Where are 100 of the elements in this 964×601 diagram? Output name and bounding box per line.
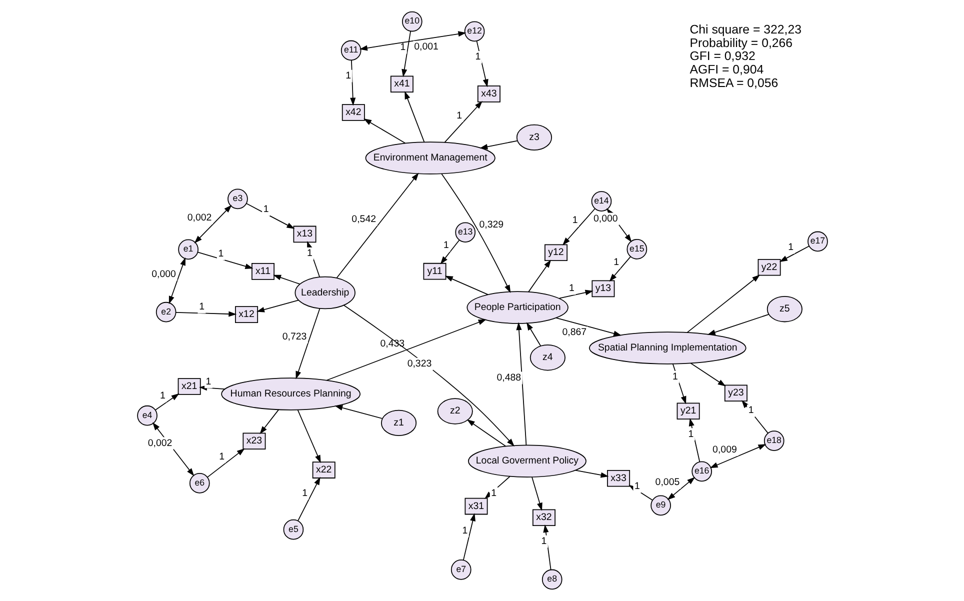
edge-label: 1 bbox=[218, 248, 224, 260]
node-ellipse: z1 bbox=[380, 410, 416, 436]
node-box: x11 bbox=[251, 263, 274, 280]
arrow bbox=[476, 40, 488, 88]
arrow bbox=[479, 140, 518, 150]
arrow bbox=[296, 410, 320, 464]
arrow bbox=[297, 476, 320, 522]
node-circle: e16 bbox=[691, 461, 712, 482]
edge-label: 1 bbox=[218, 451, 224, 462]
arrow bbox=[444, 276, 488, 295]
edge-label: 1 bbox=[159, 390, 165, 402]
edge-label: 0,009 bbox=[712, 444, 736, 456]
arrow bbox=[542, 524, 551, 570]
label: Chi square = 322,23 bbox=[689, 22, 802, 37]
arrow bbox=[154, 393, 179, 410]
edge-label: 0,005 bbox=[654, 477, 680, 488]
edge-label: 0,002 bbox=[186, 212, 212, 224]
label: GFI = 0,932 bbox=[689, 49, 755, 64]
node-box: x23 bbox=[242, 432, 266, 450]
node-box: x33 bbox=[606, 470, 630, 487]
node-ellipse: Local Goverment Policy bbox=[468, 444, 586, 478]
node-ellipse: z4 bbox=[529, 344, 565, 371]
arrow bbox=[350, 60, 356, 106]
edge-label: 0,329 bbox=[478, 219, 504, 230]
arrow bbox=[196, 252, 253, 269]
node-circle: e4 bbox=[136, 405, 157, 426]
arrow bbox=[256, 300, 298, 312]
arrow bbox=[401, 30, 410, 78]
edge-label: 1 bbox=[345, 70, 351, 82]
arrow bbox=[526, 322, 541, 346]
arrow bbox=[336, 172, 418, 278]
edge-label: 0,488 bbox=[496, 372, 521, 384]
node-circle: e2 bbox=[155, 302, 176, 322]
arrow bbox=[194, 204, 232, 244]
edge-label: 1 bbox=[400, 42, 406, 53]
node-box: y13 bbox=[591, 280, 614, 298]
node-box: x42 bbox=[341, 104, 364, 121]
node-box: x31 bbox=[464, 498, 488, 515]
node-circle: e1 bbox=[178, 239, 198, 260]
arrow bbox=[342, 304, 514, 446]
arrow bbox=[528, 260, 551, 292]
arrow bbox=[688, 418, 700, 462]
arrow bbox=[516, 322, 526, 446]
node-circle: e8 bbox=[541, 569, 562, 590]
edge-label: 1 bbox=[198, 302, 204, 313]
arrow bbox=[690, 362, 726, 386]
edge-label: 1 bbox=[443, 240, 448, 252]
node-box: x12 bbox=[234, 306, 258, 323]
arrow bbox=[326, 319, 486, 381]
edge-label: 1 bbox=[490, 488, 496, 499]
edge-label: 1 bbox=[613, 256, 619, 268]
node-circle: e3 bbox=[227, 188, 248, 210]
arrow bbox=[168, 257, 185, 304]
node-circle: e12 bbox=[464, 21, 484, 42]
node-box: y22 bbox=[757, 258, 780, 276]
edge-label: 0,002 bbox=[147, 438, 172, 449]
node-circle: e13 bbox=[454, 222, 476, 243]
edge-label: 0,000 bbox=[592, 213, 618, 224]
edge-label: 0,542 bbox=[351, 214, 376, 226]
node-box: y12 bbox=[544, 244, 568, 262]
label: Probability = 0,266 bbox=[689, 36, 792, 50]
arrow bbox=[778, 246, 809, 262]
edge-label: 1 bbox=[205, 376, 211, 388]
edge-label: 1 bbox=[474, 52, 480, 63]
node-box: x41 bbox=[390, 76, 413, 93]
arrow bbox=[259, 409, 279, 434]
edge-label: 1 bbox=[306, 248, 312, 260]
label: RMSEA = 0,056 bbox=[689, 76, 778, 90]
edge-label: 1 bbox=[672, 372, 678, 383]
node-circle: e7 bbox=[450, 560, 471, 580]
arrow bbox=[206, 448, 244, 478]
node-circle: e11 bbox=[340, 40, 361, 61]
node-box: x43 bbox=[476, 86, 500, 102]
arrow bbox=[666, 476, 695, 500]
node-ellipse: z3 bbox=[516, 124, 552, 151]
edge-label: 1 bbox=[688, 428, 694, 440]
arrow bbox=[334, 405, 382, 419]
edge-label: 1 bbox=[462, 526, 468, 537]
edge-label: 1 bbox=[302, 488, 308, 499]
arrow bbox=[444, 101, 482, 143]
node-box: x32 bbox=[532, 509, 555, 526]
edge-label: 0,867 bbox=[562, 327, 586, 338]
node-box: x13 bbox=[292, 226, 316, 243]
edge-label: 1 bbox=[262, 204, 268, 216]
arrow bbox=[558, 290, 593, 299]
node-ellipse: z5 bbox=[766, 296, 802, 322]
edge-label: 0,000 bbox=[151, 268, 176, 280]
edge-label: 1 bbox=[540, 536, 546, 548]
arrow bbox=[574, 470, 608, 478]
node-circle: e9 bbox=[650, 495, 670, 516]
edge-label: 1 bbox=[788, 242, 794, 254]
edge-label: 0,001 bbox=[414, 42, 438, 53]
node-ellipse: z2 bbox=[436, 398, 472, 424]
node-circle: e14 bbox=[590, 191, 612, 212]
arrow bbox=[404, 91, 424, 142]
arrow bbox=[706, 314, 769, 335]
node-circle: e17 bbox=[807, 231, 828, 252]
arrow bbox=[531, 476, 542, 511]
node-circle: e18 bbox=[763, 430, 784, 451]
edge-label: 1 bbox=[748, 405, 754, 416]
